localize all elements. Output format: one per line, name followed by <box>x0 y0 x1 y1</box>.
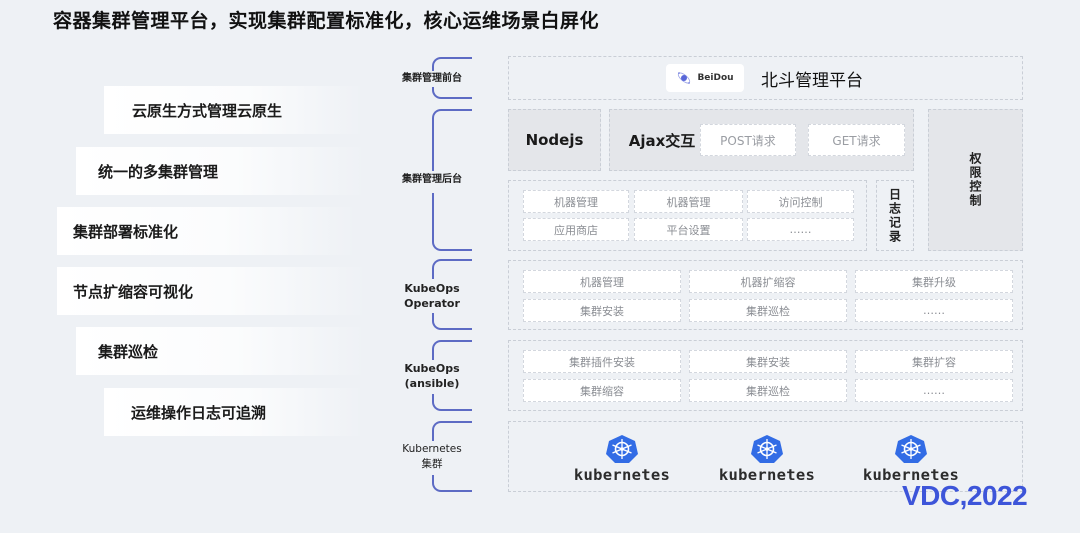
layer-bracket <box>430 259 472 330</box>
feature-label: 统一的多集群管理 <box>98 162 219 181</box>
operator-module: 集群升级 <box>855 270 1013 293</box>
operator-module: 机器管理 <box>523 270 681 293</box>
platform-name: 北斗管理平台 <box>761 71 863 91</box>
module-box: 访问控制 <box>747 190 854 213</box>
operator-module: 集群巡检 <box>689 299 847 322</box>
feature-card: 运维操作日志可追溯 <box>104 388 364 436</box>
logging-label: 日志记录 <box>887 187 902 244</box>
kubernetes-panel <box>508 421 1023 492</box>
ansible-module: 集群缩容 <box>523 379 681 402</box>
kubernetes-helm-icon <box>895 435 927 463</box>
k8s-label-line2: 集群 <box>421 458 443 470</box>
kubernetes-wordmark: kubernetes <box>573 466 671 484</box>
module-box: 平台设置 <box>634 218 743 241</box>
ansible-module: 集群巡检 <box>689 379 847 402</box>
operator-label-line1: KubeOps <box>404 282 460 295</box>
ajax-label: Ajax交互 <box>628 131 696 150</box>
nodejs-panel <box>508 109 601 171</box>
kubernetes-helm-icon <box>751 435 783 463</box>
operator-label-line2: Operator <box>404 297 460 310</box>
feature-card: 集群部署标准化 <box>57 207 357 255</box>
ansible-module: 集群安装 <box>689 350 847 373</box>
frontend-panel <box>508 56 1023 100</box>
ansible-module: 集群插件安装 <box>523 350 681 373</box>
kubernetes-cluster: kubernetes <box>708 434 826 484</box>
feature-label: 云原生方式管理云原生 <box>132 101 283 120</box>
permission-panel <box>928 109 1023 251</box>
get-request-box: GET请求 <box>808 124 905 156</box>
layer-label-ansible: KubeOps (ansible) <box>387 361 477 391</box>
feature-card: 统一的多集群管理 <box>76 147 366 195</box>
module-box: …… <box>747 218 854 241</box>
layer-bracket <box>430 421 472 492</box>
ansible-label-line2: (ansible) <box>404 377 460 390</box>
module-box: 应用商店 <box>523 218 629 241</box>
operator-module: 集群安装 <box>523 299 681 322</box>
post-request-box: POST请求 <box>700 124 796 156</box>
beidou-orbit-icon <box>678 72 691 84</box>
layer-label-frontend: 集群管理前台 <box>402 73 462 84</box>
vdc-2022-logo: VDC,2022 <box>902 480 1028 511</box>
layer-bracket <box>430 57 472 99</box>
layer-bracket <box>430 109 472 251</box>
beidou-logo-text: BeiDou <box>697 73 734 83</box>
logging-panel <box>876 180 914 251</box>
layer-label-backend: 集群管理后台 <box>402 174 462 185</box>
beidou-logo: BeiDou <box>666 64 744 92</box>
feature-label: 集群巡检 <box>98 342 159 361</box>
layer-label-kubernetes: Kubernetes 集群 <box>387 442 477 472</box>
kubernetes-wordmark: kubernetes <box>862 466 960 484</box>
ansible-label-line1: KubeOps <box>404 362 460 375</box>
kubernetes-wordmark: kubernetes <box>718 466 816 484</box>
layer-label-operator: KubeOps Operator <box>387 281 477 311</box>
feature-label: 节点扩缩容可视化 <box>73 282 194 301</box>
module-box: 机器管理 <box>523 190 629 213</box>
feature-card: 云原生方式管理云原生 <box>104 86 364 134</box>
kubernetes-cluster: kubernetes <box>852 434 970 484</box>
permission-label: 权限控制 <box>968 152 982 208</box>
feature-card: 集群巡检 <box>76 327 366 375</box>
operator-module: 机器扩缩容 <box>689 270 847 293</box>
ansible-module: …… <box>855 379 1013 402</box>
slide-title: 容器集群管理平台，实现集群配置标准化，核心运维场景白屏化 <box>53 10 600 32</box>
ansible-module: 集群扩容 <box>855 350 1013 373</box>
kubernetes-helm-icon <box>606 435 638 463</box>
nodejs-label: Nodejs <box>525 131 584 149</box>
layer-bracket <box>430 340 472 411</box>
operator-module: …… <box>855 299 1013 322</box>
kubernetes-cluster: kubernetes <box>563 434 681 484</box>
feature-card: 节点扩缩容可视化 <box>57 267 367 315</box>
module-box: 机器管理 <box>634 190 743 213</box>
feature-label: 集群部署标准化 <box>73 222 179 241</box>
feature-label: 运维操作日志可追溯 <box>131 403 267 422</box>
k8s-label-line1: Kubernetes <box>402 443 462 455</box>
